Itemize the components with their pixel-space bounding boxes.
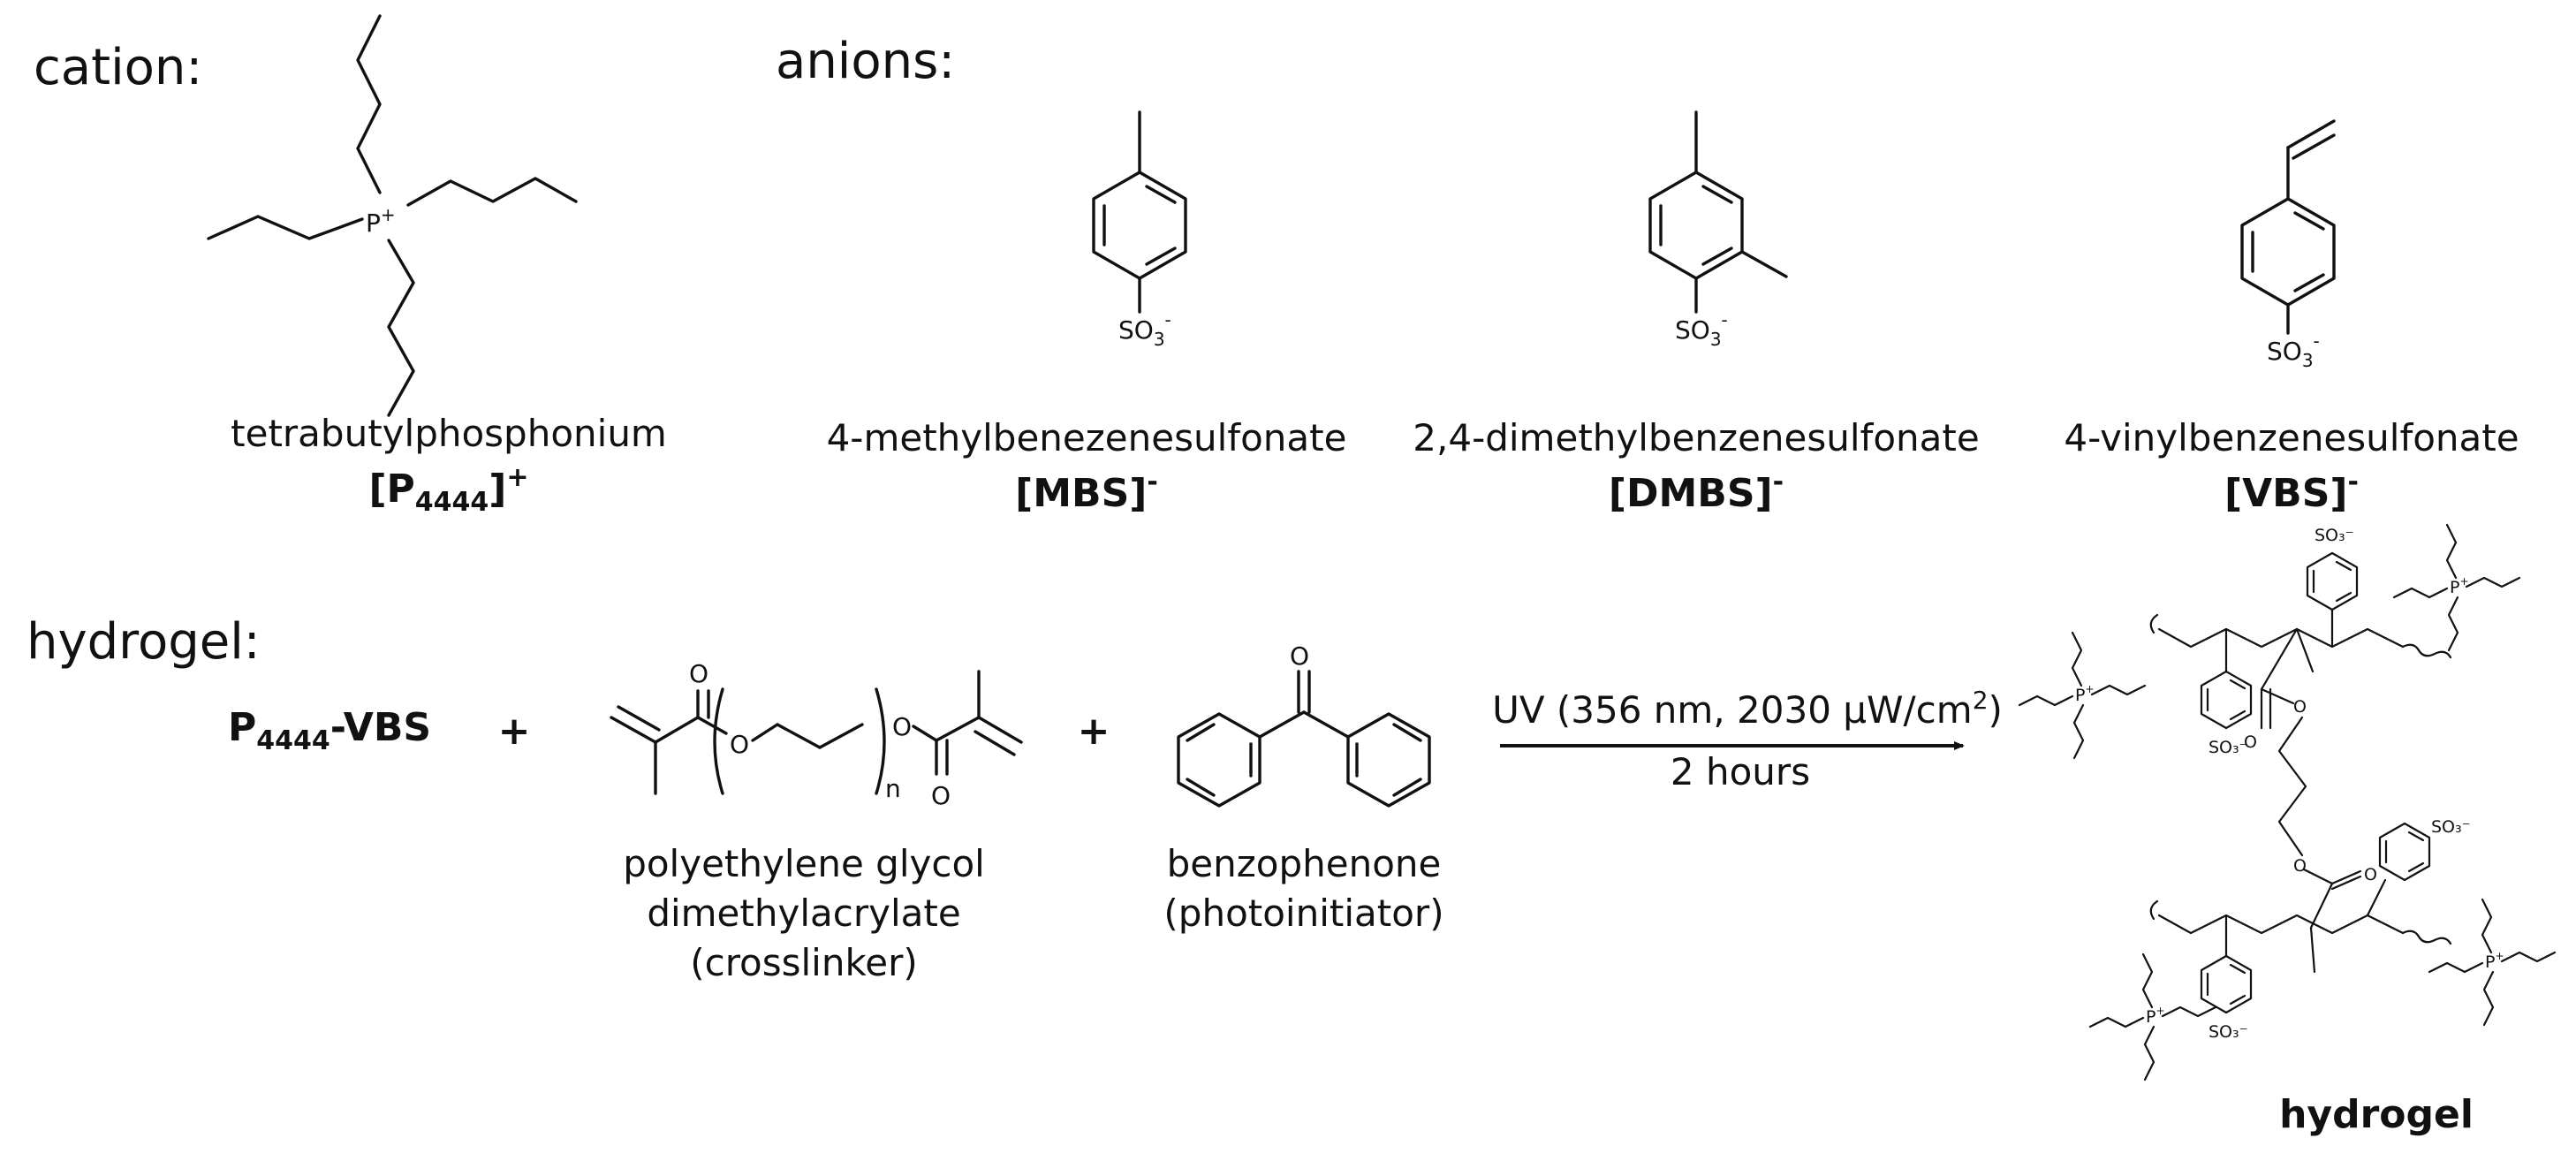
crosslinker-name-line2: dimethylacrylate [647, 892, 960, 935]
photoinitiator-name-line2: (photoinitiator) [1163, 892, 1443, 935]
svg-text:O: O [2364, 865, 2377, 884]
crosslinker-name-line1: polyethylene glycol [623, 842, 985, 885]
monomer-label: P4444-VBS [228, 705, 431, 756]
vbs-structure [2240, 119, 2336, 371]
hydrogel-section-label: hydrogel: [27, 613, 261, 671]
tetrabutylphosphonium-structure: P+ [207, 14, 578, 417]
dmbs-structure [1648, 110, 1788, 350]
svg-text:O: O [2293, 697, 2307, 717]
svg-text:O: O [730, 730, 749, 759]
svg-text:O: O [2293, 856, 2307, 876]
svg-text:O: O [931, 781, 951, 810]
svg-text:O: O [1290, 641, 1309, 671]
reaction-conditions-line1: UV (356 nm, 2030 μW/cm2) [1492, 686, 2003, 732]
dmbs-name: 2,4-dimethylbenzenesulfonate [1413, 416, 1979, 459]
vbs-name: 4-vinylbenzenesulfonate [2064, 416, 2519, 459]
plus-sign-1: + [498, 709, 531, 754]
product-label: hydrogel [2279, 1092, 2474, 1137]
dmbs-abbreviation: [DMBS]- [1609, 467, 1784, 516]
vbs-abbreviation: [VBS]- [2224, 467, 2359, 516]
svg-text:O: O [689, 659, 708, 688]
hydrogel-network-structure: SO₃⁻ SO₃⁻ O O O O SO₃⁻ SO₃⁻ [2018, 523, 2557, 1081]
svg-text:O: O [2244, 732, 2257, 752]
plus-sign-2: + [1078, 709, 1110, 754]
svg-text:O: O [892, 712, 912, 741]
phosphorus-atom-label: P+ [366, 204, 396, 238]
crosslinker-name-line3: (crosslinker) [690, 941, 918, 984]
reaction-conditions-line2: 2 hours [1671, 750, 1810, 793]
svg-text:SO₃⁻: SO₃⁻ [2209, 1022, 2248, 1042]
mbs-name: 4-methylbenezenesulfonate [827, 416, 1347, 459]
cation-section-label: cation: [34, 39, 202, 96]
svg-text:SO₃⁻: SO₃⁻ [2431, 817, 2471, 837]
mbs-structure [1092, 110, 1187, 350]
cation-abbreviation: [P4444]+ [368, 462, 528, 518]
anions-section-label: anions: [776, 33, 955, 90]
svg-text:n: n [885, 774, 901, 803]
product-so3-label: SO₃⁻ [2209, 738, 2248, 757]
benzophenone-structure: O [1177, 641, 1431, 808]
cation-name: tetrabutylphosphonium [231, 412, 667, 455]
pegdma-structure: O O n O O [610, 659, 1023, 810]
photoinitiator-name-line1: benzophenone [1167, 842, 1442, 885]
mbs-abbreviation: [MBS]- [1015, 467, 1158, 516]
svg-text:SO₃⁻: SO₃⁻ [2315, 526, 2354, 545]
